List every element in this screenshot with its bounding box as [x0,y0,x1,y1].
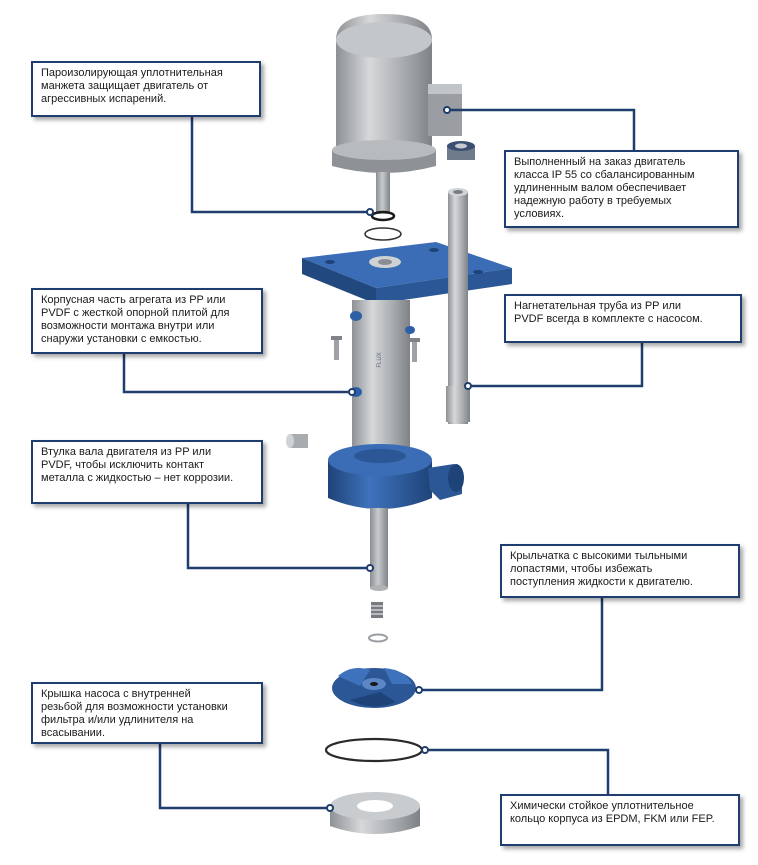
leader-housing [122,352,350,394]
callout-discharge-pipe: Нагнетательная труба из PP или PVDF всег… [504,294,742,343]
pump-cover [330,792,420,834]
motor [332,14,462,173]
housing-mark: FLUX [377,352,383,367]
leader-impeller [420,598,604,692]
leader-shaft-sleeve [186,504,368,570]
callout-vapor-seal: Пароизолирующая уплотнительная манжета з… [31,61,261,117]
discharge-pipe [446,188,470,424]
callout-housing-text: Корпусная часть агрегата из PP или PVDF … [41,294,230,345]
leader-motor [448,108,636,152]
vapor-seal-ring [364,210,402,241]
mounting-bolts [331,336,420,362]
callout-vapor-seal-text: Пароизолирующая уплотнительная манжета з… [41,67,223,105]
callout-pump-cover: Крышка насоса с внутренней резьбой для в… [31,682,263,744]
callout-shaft-sleeve: Втулка вала двигателя из PP или PVDF, чт… [31,440,263,504]
pump-casing [328,444,464,509]
motor-coupling [447,141,475,160]
callout-o-ring-text: Химически стойкое уплотнительное кольцо … [510,800,715,825]
callout-impeller-text: Крыльчатка с высокими тыльными лопастями… [510,550,693,588]
leader-dots [326,106,472,812]
leader-discharge-pipe [470,343,644,388]
callout-housing: Корпусная часть агрегата из PP или PVDF … [31,288,263,354]
leader-lines [122,108,644,810]
leader-o-ring [424,748,610,794]
callout-impeller: Крыльчатка с высокими тыльными лопастями… [500,544,740,598]
base-plate [302,242,512,304]
leader-pump-cover [158,742,328,810]
leader-vapor-seal [190,117,368,214]
callout-motor: Выполненный на заказ двигатель класса IP… [504,150,739,228]
callout-shaft-sleeve-text: Втулка вала двигателя из PP или PVDF, чт… [41,446,234,484]
impeller [332,668,416,708]
shaft-spring [371,602,383,618]
callout-discharge-pipe-text: Нагнетательная труба из PP или PVDF всег… [514,300,703,325]
housing-column: FLUX [350,300,415,448]
callout-o-ring: Химически стойкое уплотнительное кольцо … [500,794,740,846]
callout-motor-text: Выполненный на заказ двигатель класса IP… [514,156,695,220]
plug [286,434,308,448]
washer [368,633,388,643]
motor-shaft [376,172,390,214]
shaft-sleeve [370,508,388,591]
o-ring [324,737,424,763]
callout-pump-cover-text: Крышка насоса с внутренней резьбой для в… [41,688,228,739]
